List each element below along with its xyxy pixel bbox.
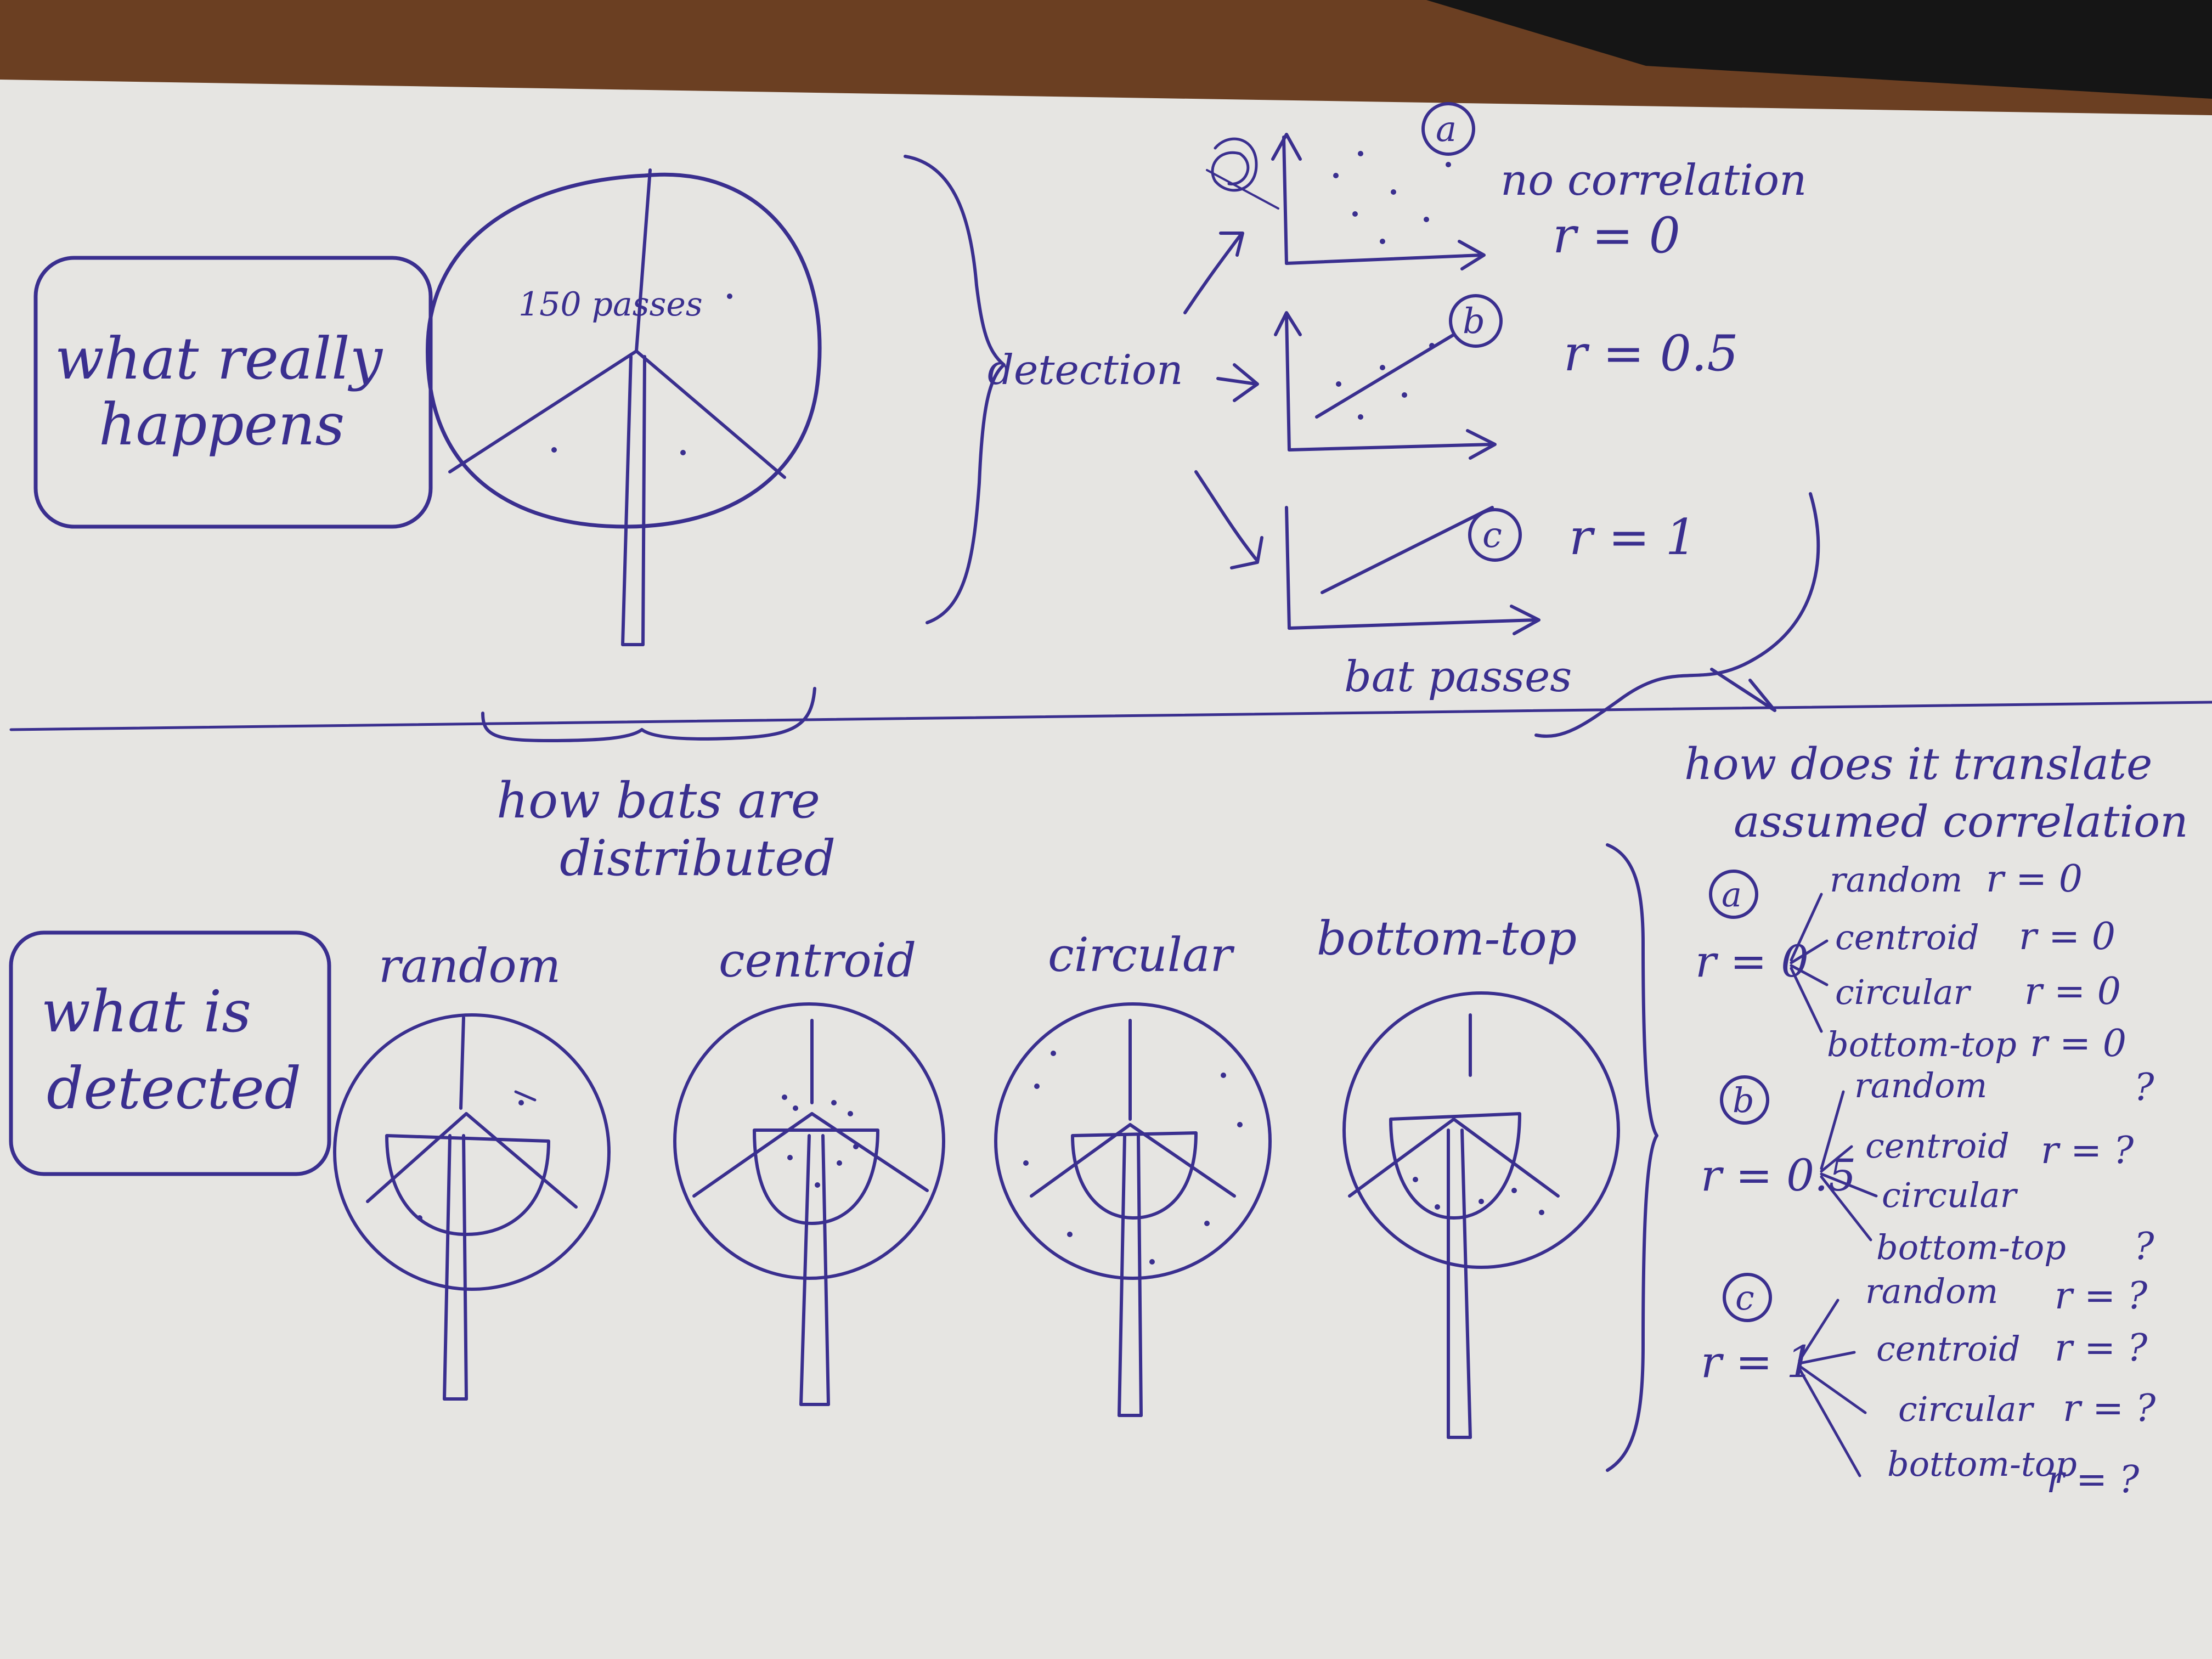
tree-circular [994, 1002, 1272, 1417]
group-c: c r = 1 random r = ? centroid r = ? circ… [1701, 1271, 2156, 1502]
tree-label-centroid: centroid [719, 934, 916, 988]
group-b-row-1-method: random [1854, 1065, 1987, 1105]
dark-corner [1426, 0, 2212, 99]
plot-b [1274, 311, 1497, 460]
group-a-row-1-value: r = 0 [1986, 857, 2083, 901]
distribution-brace [481, 687, 816, 742]
group-b-row-2-value: r = ? [2041, 1129, 2134, 1172]
translate-line1: how does it translate [1684, 738, 2152, 789]
marker-b-circle [1449, 294, 1503, 348]
marker-c-circle [1468, 508, 1522, 562]
what-really-happens-line2: happens [99, 391, 345, 458]
group-b: b r = 0.5 random ? centroid r = ? circul… [1701, 1065, 2154, 1268]
marker-c: c [1482, 515, 1502, 556]
group-a-row-4-method: bottom-top [1827, 1024, 2017, 1064]
group-b-r: r = 0.5 [1701, 1150, 1856, 1201]
group-a-r: r = 0 [1695, 936, 1809, 987]
group-c-row-3-value: r = ? [2063, 1387, 2156, 1430]
translate-arrowhead [1710, 668, 1776, 712]
top-tree-pie [426, 168, 822, 646]
group-c-row-2-value: r = ? [2055, 1327, 2148, 1370]
group-b-row-3-method: circular [1882, 1175, 2018, 1215]
group-c-marker-circle [1723, 1273, 1772, 1322]
group-a-row-4-value: r = 0 [2030, 1022, 2126, 1065]
tree-random [333, 1013, 611, 1401]
group-b-row-1-value: ? [2134, 1066, 2154, 1109]
tree-centroid [673, 1002, 945, 1406]
scribble-mark [1206, 137, 1279, 210]
marker-a: a [1436, 109, 1457, 150]
marker-a-circle [1421, 102, 1475, 156]
group-a-row-2-method: centroid [1835, 917, 1979, 957]
translate-arrow [1534, 492, 1820, 738]
group-a-marker-circle [1709, 870, 1758, 919]
tree-label-random: random [379, 939, 561, 994]
group-c-r: r = 1 [1701, 1336, 1814, 1387]
plot-a-caption: no correlation [1500, 156, 1807, 205]
group-b-row-2-method: centroid [1865, 1126, 2010, 1166]
what-really-happens-line1: what really [55, 325, 383, 392]
group-c-row-4-value: r = ? [2046, 1458, 2140, 1502]
distribution-label-line1: how bats are [496, 772, 820, 830]
group-c-row-4-method: bottom-top [1887, 1444, 2077, 1484]
group-c-row-3-method: circular [1898, 1389, 2035, 1429]
what-is-detected-line2: detected [47, 1055, 301, 1122]
translate-line2: assumed correlation [1734, 796, 2188, 847]
plot-c-r: r = 1 [1569, 509, 1697, 566]
marker-b: b [1463, 301, 1485, 342]
x-axis-label: bat passes [1344, 652, 1572, 702]
detection-label: detection [988, 346, 1183, 394]
pie-label: 150 passes [518, 285, 703, 324]
group-a-row-1-method: random [1830, 860, 1962, 900]
tree-label-circular: circular [1048, 928, 1235, 983]
what-is-detected-line1: what is [41, 978, 251, 1045]
distribution-label-line2: distributed [560, 830, 836, 887]
group-a-row-3-method: circular [1835, 972, 1972, 1012]
group-b-marker: b [1733, 1080, 1754, 1120]
what-is-detected-box [9, 930, 331, 1176]
results-brace [1606, 843, 1658, 1472]
detection-arrows [1183, 232, 1263, 569]
group-c-row-1-value: r = ? [2055, 1274, 2148, 1318]
group-c-row-1-method: random [1865, 1271, 1998, 1311]
divider-line [9, 701, 2212, 731]
plot-a-r: r = 0 [1553, 207, 1680, 264]
plot-b-r: r = 0.5 [1564, 325, 1739, 382]
tree-label-bottom-top: bottom-top [1317, 912, 1577, 966]
plot-c [1285, 506, 1541, 635]
group-b-marker-circle [1720, 1075, 1769, 1125]
detection-brace [904, 155, 1006, 624]
group-c-marker: c [1735, 1278, 1754, 1318]
group-a: a r = 0 random r = 0 centroid r = 0 circ… [1695, 857, 2126, 1065]
group-c-row-2-method: centroid [1876, 1329, 2021, 1369]
group-a-marker: a [1722, 874, 1742, 915]
group-b-row-4-method: bottom-top [1876, 1227, 2066, 1267]
tree-bottom-top [1342, 991, 1620, 1439]
group-a-row-2-value: r = 0 [2019, 915, 2115, 958]
plot-a [1271, 133, 1486, 270]
group-a-row-3-value: r = 0 [2024, 970, 2121, 1013]
group-b-row-4-value: ? [2134, 1225, 2154, 1268]
